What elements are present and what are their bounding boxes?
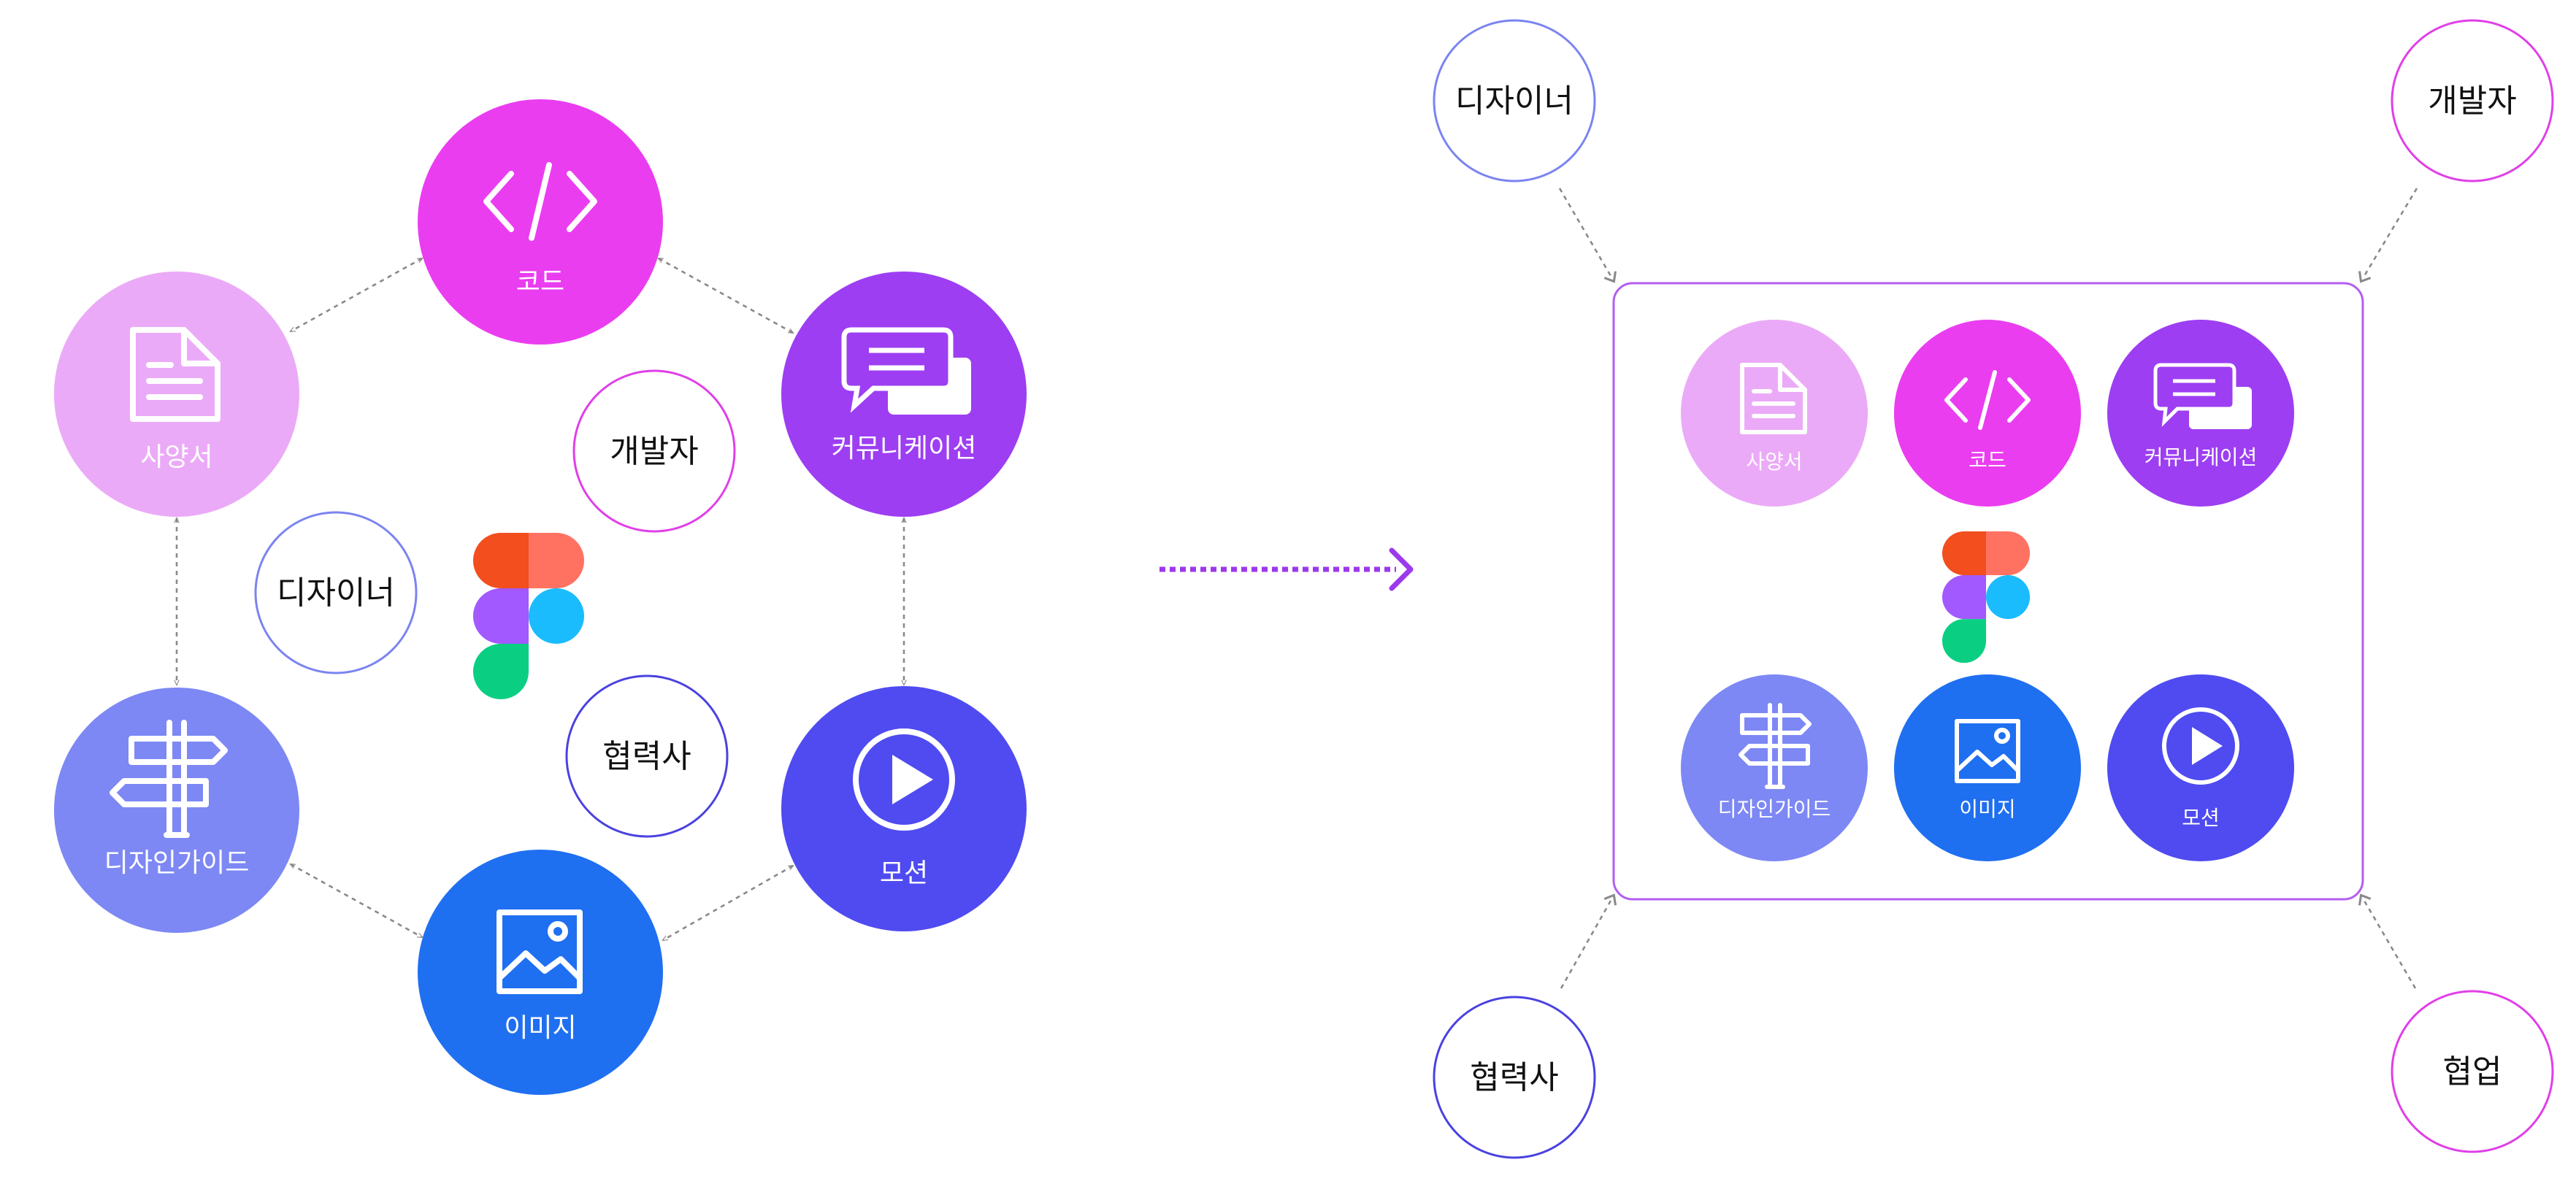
after-node-guide: 디자인가이드 (1681, 674, 1868, 861)
connector-guide-image (291, 863, 422, 939)
node-communication: 커뮤니케이션 (781, 272, 1027, 517)
after-role-developer: 개발자 (2391, 19, 2554, 182)
after-role-partner-circle (1433, 996, 1596, 1159)
node-image-label: 이미지 (504, 1013, 576, 1043)
after-node-image-label: 이미지 (1959, 797, 2015, 821)
after-node-motion-label: 모션 (2182, 806, 2220, 830)
chat-icon (2153, 363, 2252, 429)
after-node-code: 코드 (1894, 320, 2081, 507)
node-guide-circle (54, 688, 299, 933)
after-node-image-circle (1894, 674, 2081, 861)
after-role-collab-circle (2391, 990, 2554, 1153)
document-icon (130, 327, 221, 422)
signpost-icon (1739, 703, 1812, 789)
node-code-label: 코드 (516, 267, 564, 297)
node-image-circle (418, 850, 663, 1095)
code-icon (483, 162, 597, 241)
role-partner-circle (565, 674, 729, 838)
after-node-code-label: 코드 (1969, 448, 2006, 472)
role-developer-circle (572, 369, 736, 533)
connector-motion-image (663, 864, 793, 942)
after-node-motion: 모션 (2107, 674, 2294, 861)
after-node-spec-label: 사양서 (1746, 450, 1802, 474)
flow-arrow (1159, 547, 1414, 591)
after-node-communication-label: 커뮤니케이션 (2144, 445, 2258, 469)
after-node-motion-circle (2107, 674, 2294, 861)
chat-icon (841, 327, 971, 415)
image-icon (1955, 719, 2020, 783)
after-node-image: 이미지 (1894, 674, 2081, 861)
after-diagram: 디자이너 개발자 협력사 협업 (1433, 19, 2554, 1159)
after-role-partner-label: 협력사 (1470, 1059, 1558, 1096)
code-icon (1944, 370, 2031, 430)
node-spec: 사양서 (54, 272, 299, 517)
image-icon (497, 909, 583, 994)
before-connectors (177, 257, 904, 942)
node-code: 코드 (418, 99, 663, 345)
play-icon (2162, 707, 2239, 785)
node-motion: 모션 (781, 686, 1027, 931)
figma-logo-icon (1942, 531, 2031, 663)
role-partner-label: 협력사 (602, 738, 691, 775)
after-node-spec: 사양서 (1681, 320, 1868, 507)
after-role-collab-label: 협업 (2443, 1053, 2502, 1090)
after-node-guide-label: 디자인가이드 (1718, 797, 1831, 821)
node-guide: 디자인가이드 (54, 688, 299, 933)
before-diagram: 코드 사양서 커뮤니케이션 (54, 99, 1027, 1095)
play-icon (853, 728, 955, 831)
role-partner: 협력사 (565, 674, 729, 838)
document-icon (1740, 363, 1807, 434)
after-role-partner: 협력사 (1433, 996, 1596, 1159)
after-role-developer-label: 개발자 (2428, 82, 2516, 120)
after-role-designer-label: 디자이너 (1455, 82, 1573, 120)
node-code-circle (418, 99, 663, 345)
after-node-code-circle (1894, 320, 2081, 507)
arrow-collab-to-frame (2364, 901, 2417, 989)
after-role-collab: 협업 (2391, 990, 2554, 1153)
node-motion-label: 모션 (880, 858, 928, 888)
connector-code-communication (659, 257, 793, 334)
role-designer-label: 디자이너 (277, 574, 395, 612)
figma-logo-icon (473, 533, 584, 699)
signpost-icon (110, 720, 228, 838)
after-node-guide-circle (1681, 674, 1868, 861)
after-role-designer-circle (1433, 19, 1596, 182)
arrow-partner-to-frame (1560, 901, 1611, 989)
node-motion-circle (781, 686, 1027, 931)
node-image: 이미지 (418, 850, 663, 1095)
role-designer: 디자이너 (254, 511, 418, 674)
after-role-developer-circle (2391, 19, 2554, 182)
arrow-developer-to-frame (2364, 188, 2418, 276)
role-developer-label: 개발자 (610, 433, 698, 470)
role-developer: 개발자 (572, 369, 736, 533)
after-role-designer: 디자이너 (1433, 19, 1596, 182)
after-node-communication: 커뮤니케이션 (2107, 320, 2294, 507)
arrow-designer-to-frame (1558, 188, 1611, 276)
node-communication-label: 커뮤니케이션 (832, 434, 977, 463)
node-guide-label: 디자인가이드 (104, 848, 250, 878)
node-spec-label: 사양서 (140, 442, 212, 472)
after-node-spec-circle (1681, 320, 1868, 507)
connector-code-spec (291, 257, 422, 333)
role-designer-circle (254, 511, 418, 674)
